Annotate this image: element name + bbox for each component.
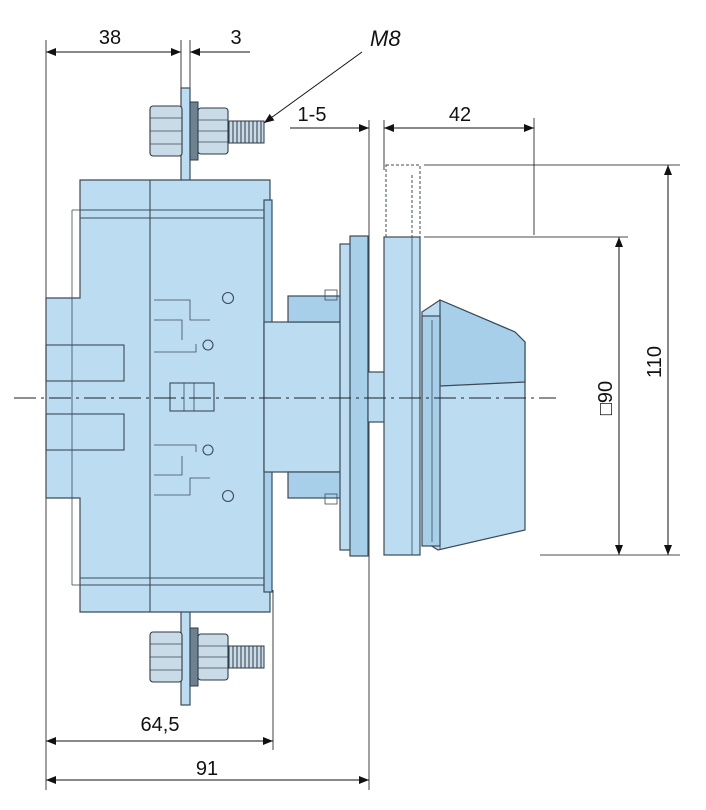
dim-label-square-90: □90 [595, 381, 617, 415]
thread-label-m8: M8 [370, 26, 401, 51]
door-shaft [367, 371, 387, 423]
switch-body [45, 179, 273, 613]
handle-escutcheon [383, 164, 421, 556]
dim-label-3: 3 [230, 27, 241, 49]
dimension-lines [46, 48, 672, 784]
dim-label-110: 110 [644, 346, 666, 378]
dim-label-gap: 1-5 [298, 104, 327, 126]
dim-label-42: 42 [449, 104, 471, 126]
dim-label-64-5: 64,5 [141, 714, 180, 736]
dim-label-91: 91 [196, 758, 218, 780]
rotary-handle [421, 299, 526, 551]
shaft-neck [263, 235, 369, 557]
bottom-terminal-bolt [149, 609, 265, 706]
dim-label-38: 38 [99, 27, 121, 49]
top-terminal-bolt [149, 87, 265, 184]
